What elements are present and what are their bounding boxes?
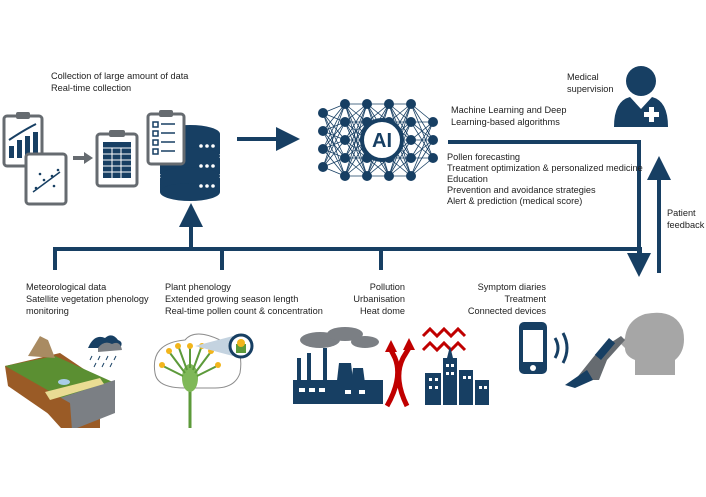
ai-outputs-list: Pollen forecasting Treatment optimizatio…	[447, 152, 643, 207]
source-line: Real-time pollen count & concentration	[165, 306, 323, 316]
network-node	[318, 108, 328, 118]
network-edge	[322, 121, 346, 168]
algorithms-text: Machine Learning and Deep Learning-based…	[451, 104, 566, 128]
table-clipboard-icon	[95, 130, 139, 188]
landscape-weather-icon	[5, 332, 122, 428]
feedback-line: feedback	[667, 220, 705, 230]
network-node	[318, 162, 328, 172]
network-node	[340, 117, 350, 127]
ai-to-patient-arrow	[448, 140, 651, 277]
source-line: Meteorological data	[26, 282, 107, 292]
network-edge	[410, 139, 434, 177]
network-node	[340, 99, 350, 109]
source-line: Symptom diaries	[477, 282, 546, 292]
ai-output-item: Treatment optimization & personalized me…	[447, 163, 643, 173]
network-node	[406, 153, 416, 163]
network-node	[318, 126, 328, 136]
doctor-icon	[614, 66, 668, 127]
ai-label: AI	[372, 130, 392, 152]
network-node	[318, 144, 328, 154]
network-node	[362, 99, 372, 109]
checklist-database-icon	[146, 110, 220, 201]
source-line: Urbanisation	[353, 294, 405, 304]
collection-text: Collection of large amount of data Real-…	[51, 70, 188, 94]
algorithms-line: Learning-based algorithms	[451, 117, 560, 127]
source-line: Extended growing season length	[165, 294, 299, 304]
ai-output-item: Pollen forecasting	[447, 152, 521, 162]
source-pollution: Pollution Urbanisation Heat dome	[350, 281, 405, 317]
ai-output-item: Alert & prediction (medical score)	[447, 196, 583, 206]
network-node	[406, 171, 416, 181]
network-node	[406, 117, 416, 127]
network-node	[406, 135, 416, 145]
industry-city-heat-icon	[293, 326, 489, 408]
medical-supervision-text: Medical supervision	[567, 71, 613, 95]
source-line: Pollution	[369, 282, 405, 292]
network-edge	[344, 103, 368, 177]
network-edge	[410, 121, 434, 159]
network-edge	[322, 103, 346, 168]
ai-network-icon: AI	[318, 99, 438, 181]
feedback-line: Patient	[667, 208, 696, 218]
network-node	[340, 153, 350, 163]
ai-output-item: Education	[447, 174, 488, 184]
network-node	[340, 171, 350, 181]
network-edge	[344, 103, 368, 159]
network-edge	[410, 121, 434, 177]
source-line: Satellite vegetation phenology	[26, 294, 149, 304]
source-line: Plant phenology	[165, 282, 231, 292]
medical-line: supervision	[567, 84, 614, 94]
source-plant-phenology: Plant phenology Extended growing season …	[165, 281, 323, 317]
collection-line: Collection of large amount of data	[51, 71, 189, 81]
gray-arrow-head	[84, 152, 93, 164]
network-node	[428, 135, 438, 145]
network-edge	[388, 139, 412, 177]
network-node	[384, 99, 394, 109]
chart-clipboard-icon	[2, 112, 68, 206]
source-trunk	[53, 247, 642, 270]
flower-pollen-icon	[153, 333, 254, 428]
network-edge	[322, 103, 346, 150]
algorithms-line: Machine Learning and Deep	[451, 105, 567, 115]
network-node	[384, 171, 394, 181]
network-node	[406, 99, 416, 109]
network-node	[428, 117, 438, 127]
source-line: Treatment	[504, 294, 546, 304]
source-line: Connected devices	[467, 306, 546, 316]
network-node	[428, 153, 438, 163]
source-line: monitoring	[26, 306, 69, 316]
medical-line: Medical	[567, 72, 599, 82]
phone-patient-spray-icon	[519, 312, 684, 388]
patient-feedback-text: Patient feedback	[667, 207, 704, 231]
source-meteorological: Meteorological data Satellite vegetation…	[26, 281, 149, 317]
network-edge	[322, 139, 346, 168]
network-node	[362, 171, 372, 181]
source-symptoms: Symptom diaries Treatment Connected devi…	[460, 281, 546, 317]
collection-line: Real-time collection	[51, 83, 132, 93]
network-node	[340, 135, 350, 145]
source-line: Heat dome	[360, 306, 405, 316]
network-edge	[322, 103, 346, 132]
network-edge	[344, 103, 368, 141]
ai-output-item: Prevention and avoidance strategies	[447, 185, 596, 195]
